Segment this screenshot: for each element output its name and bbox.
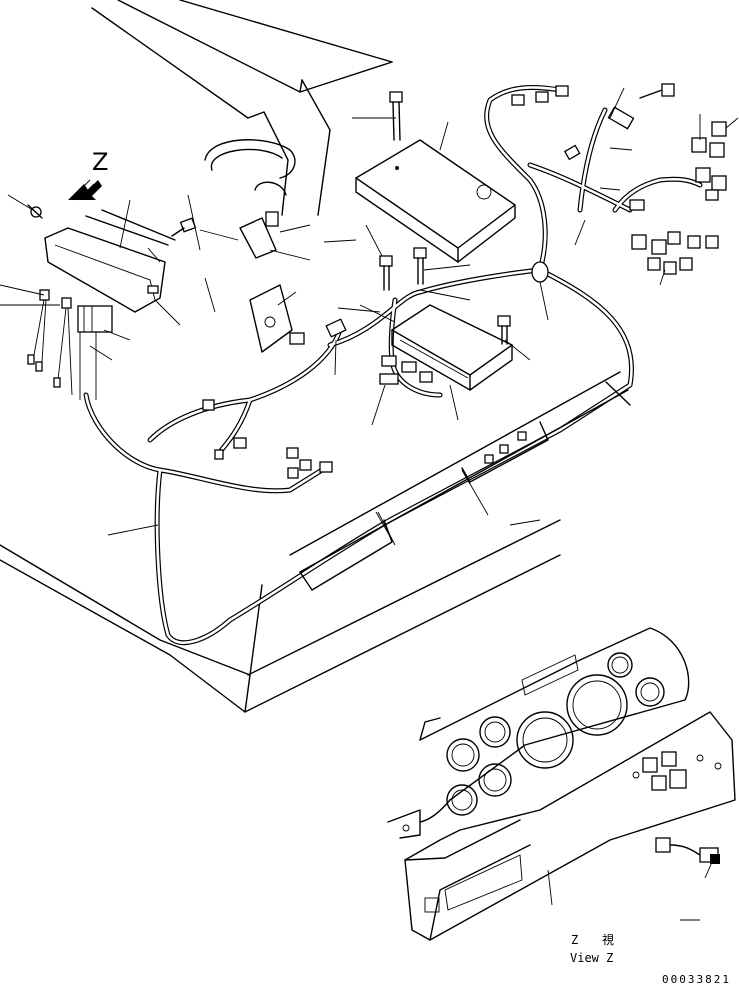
cab-body-outline [0, 0, 561, 713]
view-caption: Z 視 View Z [570, 932, 614, 965]
lower-controller-box [379, 304, 513, 391]
caption-view-kanji: 視 [602, 932, 614, 947]
left-connector-cluster [27, 289, 113, 400]
bolts [171, 83, 675, 345]
steering-wheel [204, 139, 296, 196]
caption-view-z: View Z [570, 951, 613, 965]
column-bracket [239, 211, 293, 353]
relay-group-upper [691, 121, 727, 201]
harness-connectors [202, 85, 645, 479]
harness-protector-tube [289, 371, 631, 591]
relay-group-lower [631, 231, 719, 275]
harness-wires [83, 84, 703, 646]
view-direction-arrow-icon [68, 179, 102, 201]
monitor-panel [27, 204, 176, 313]
drawing-number: 00033821 [662, 973, 731, 986]
caption-z-letter: Z [571, 933, 578, 947]
upper-controller-box [355, 139, 516, 263]
grommet [531, 261, 549, 283]
instrument-panel-view-z [387, 627, 736, 941]
leader-lines [0, 87, 739, 546]
view-marker-letter: Z [92, 148, 108, 176]
